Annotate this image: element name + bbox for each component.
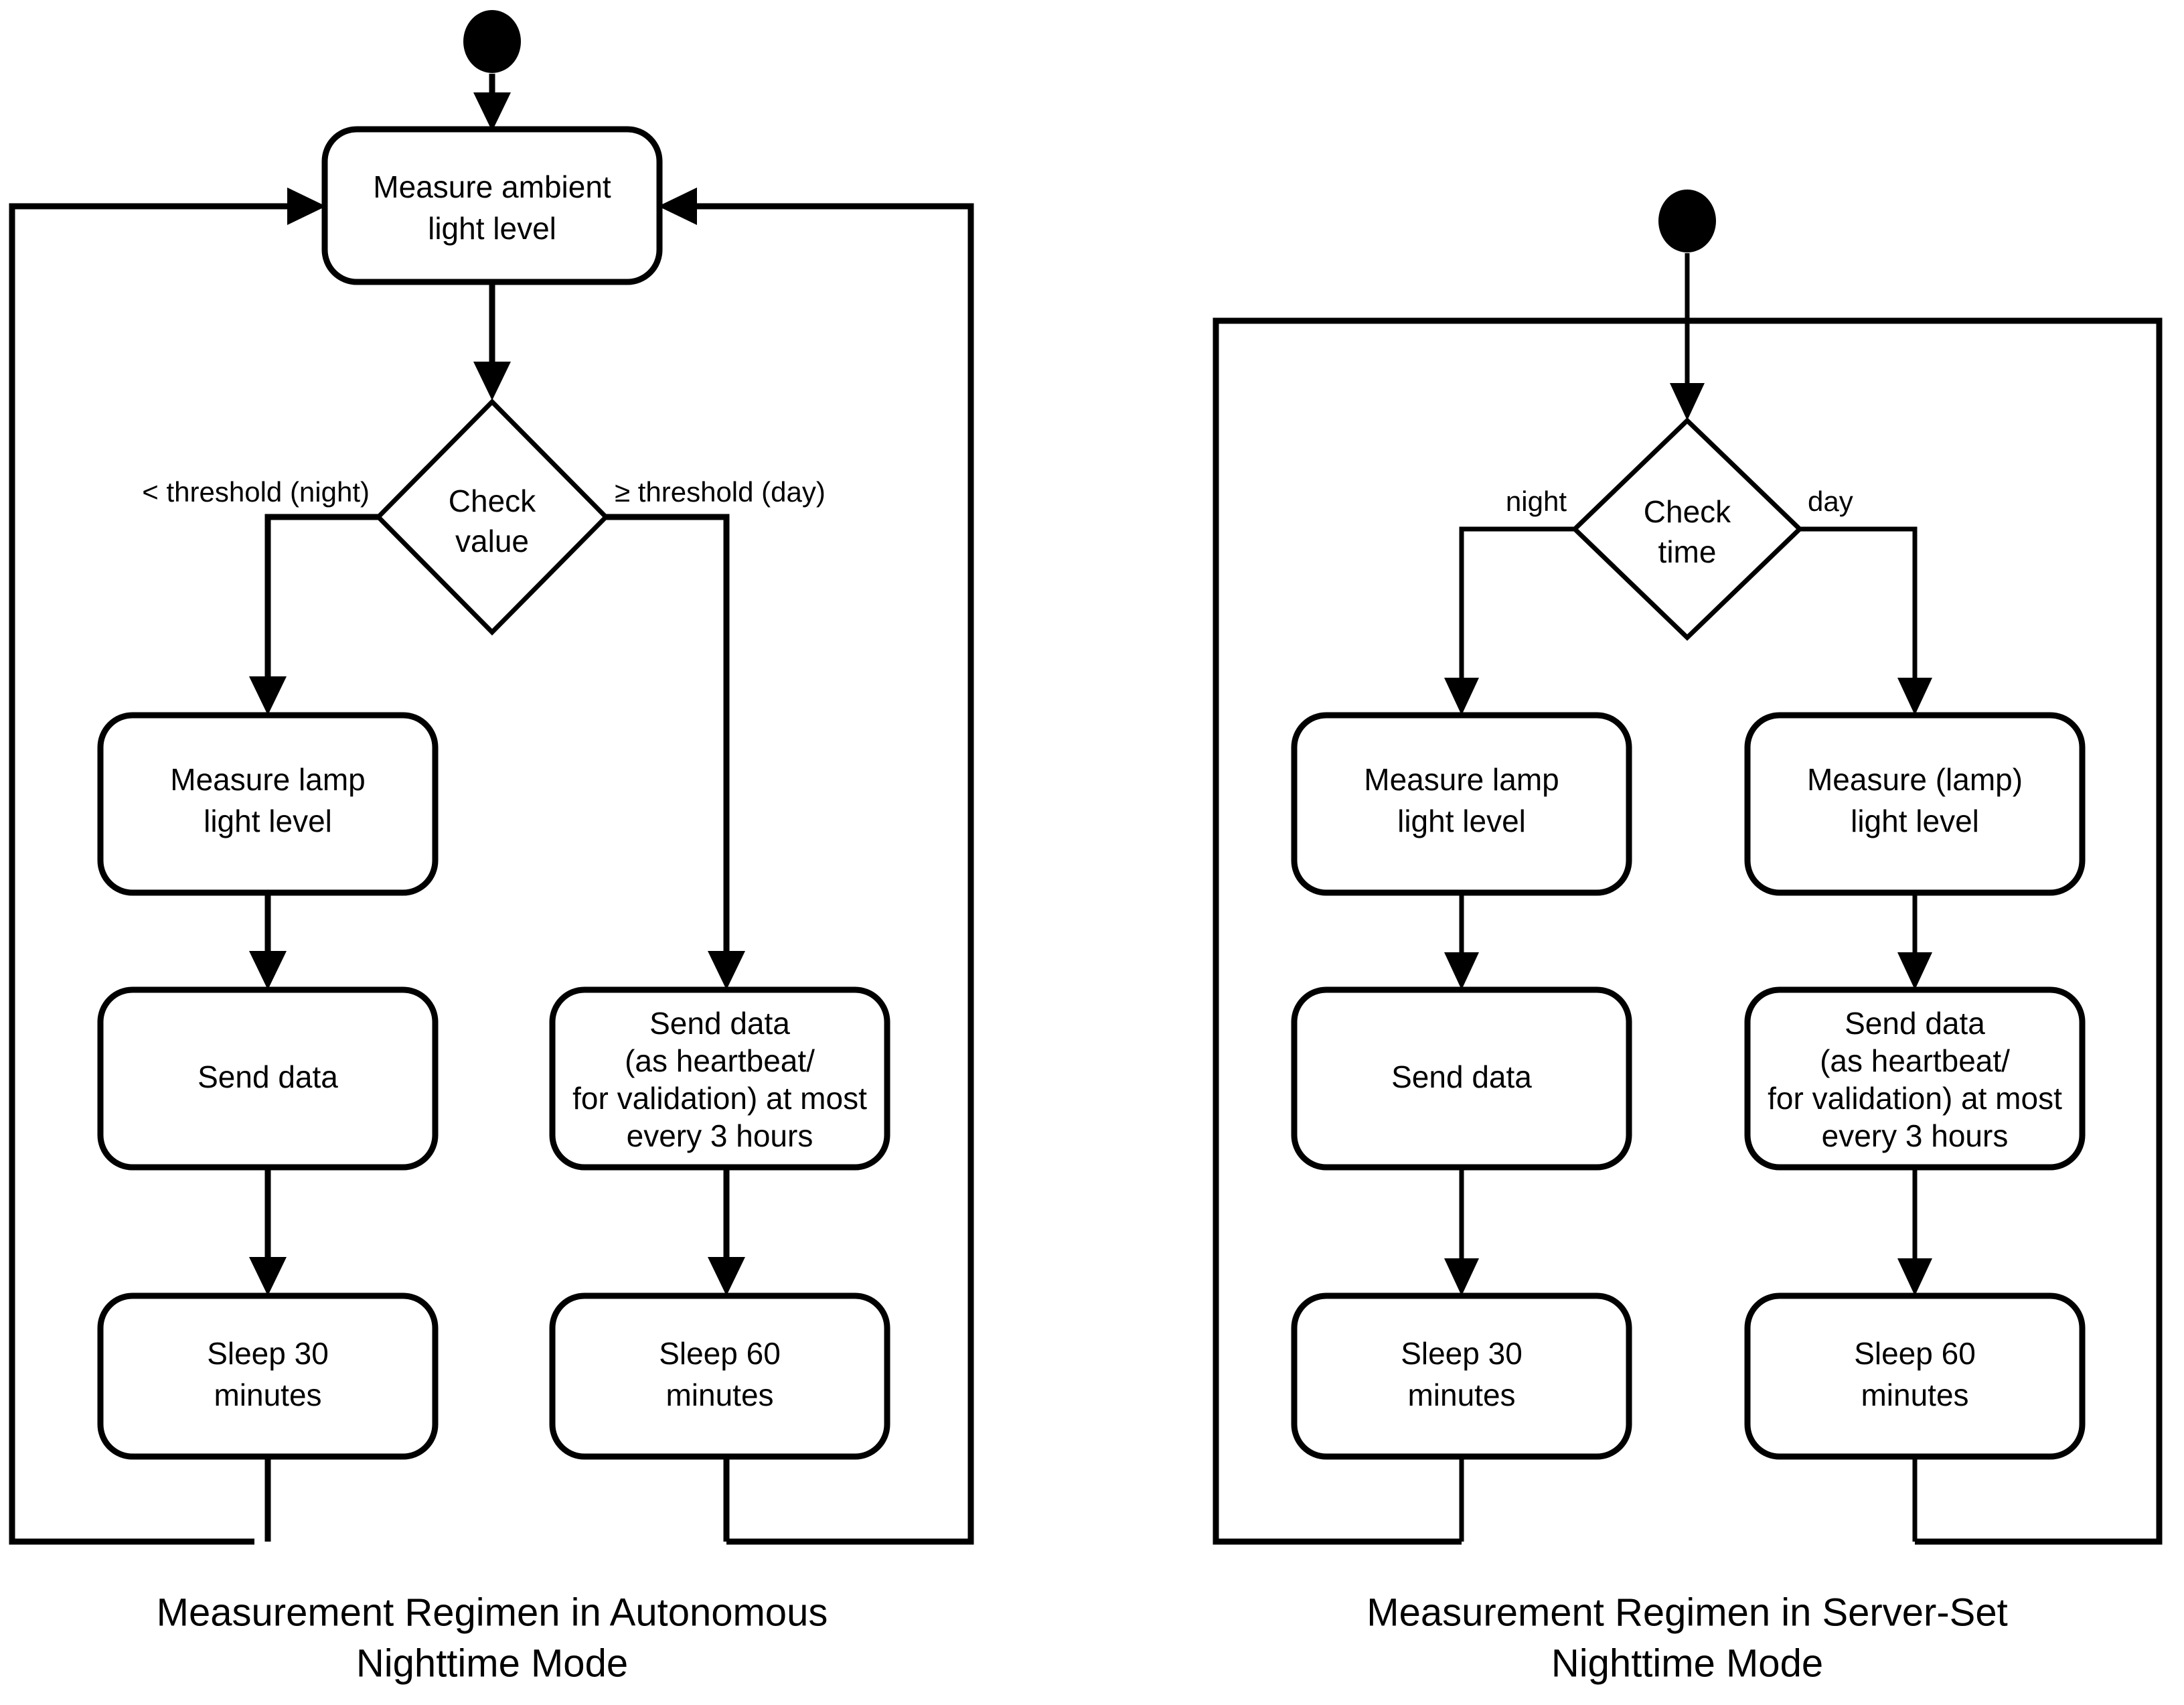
edge-label-threshold-day: ≥ threshold (day) bbox=[615, 476, 826, 508]
node-measure-lamp-light-level-line2: light level bbox=[1397, 804, 1526, 838]
arrowhead-icon bbox=[249, 1257, 287, 1296]
start-dot-icon bbox=[463, 10, 521, 73]
arrowhead-icon bbox=[1444, 952, 1479, 990]
edge-decision-day-branch bbox=[1800, 526, 1918, 683]
arrowhead-icon bbox=[708, 951, 745, 990]
arrowhead-icon bbox=[1897, 678, 1932, 715]
arrowhead-icon bbox=[1670, 383, 1705, 421]
start-dot-icon bbox=[1658, 190, 1716, 252]
node-sleep-60-minutes-line2: minutes bbox=[1861, 1378, 1968, 1412]
arrowhead-icon bbox=[708, 1257, 745, 1296]
arrowhead-icon bbox=[287, 188, 326, 225]
panel-server-set: Check time night day Measure lamp light … bbox=[1213, 190, 2163, 1685]
arrowhead-icon bbox=[1444, 1258, 1479, 1296]
node-decision-check-value-line1: Check bbox=[449, 484, 536, 518]
panel-caption-server-set-line1: Measurement Regimen in Server-Set bbox=[1367, 1590, 2007, 1634]
arrowhead-icon bbox=[658, 188, 697, 225]
node-send-data-label: Send data bbox=[1391, 1059, 1532, 1094]
edge-label-threshold-night: < threshold (night) bbox=[142, 476, 370, 508]
node-sleep-60-minutes bbox=[1744, 1292, 2086, 1460]
arrowhead-icon bbox=[473, 92, 511, 131]
node-decision-check-time-line2: time bbox=[1658, 534, 1717, 569]
arrowhead-icon bbox=[473, 362, 511, 400]
node-sleep-30-minutes-line2: minutes bbox=[1407, 1378, 1515, 1412]
arrowhead-icon bbox=[1444, 678, 1479, 715]
node-send-data-heartbeat bbox=[549, 986, 890, 1171]
node-measure-ambient-light-level-line1: Measure ambient bbox=[373, 169, 611, 204]
node-decision-check-time bbox=[1571, 417, 1804, 641]
node-send-data-label: Send data bbox=[198, 1059, 338, 1094]
node-send-data-heartbeat-line2: (as heartbeat/ bbox=[625, 1043, 815, 1078]
node-sleep-30-minutes bbox=[1291, 1292, 1632, 1460]
panel-caption-autonomous-line1: Measurement Regimen in Autonomous bbox=[157, 1590, 828, 1634]
node-send-data-heartbeat-line1: Send data bbox=[649, 1006, 790, 1041]
edge-label-night: night bbox=[1506, 486, 1567, 517]
node-decision-check-time-line1: Check bbox=[1644, 494, 1731, 529]
panel-caption-autonomous-line2: Nighttime Mode bbox=[356, 1641, 628, 1685]
arrowhead-icon bbox=[1897, 952, 1932, 990]
node-sleep-30-minutes bbox=[97, 1292, 439, 1460]
node-measure-lamp-parenthesized-light-level-line2: light level bbox=[1851, 804, 1979, 838]
panel-caption-server-set-line2: Nighttime Mode bbox=[1551, 1641, 1823, 1685]
node-measure-lamp-light-level-line1: Measure lamp bbox=[1364, 762, 1559, 797]
node-sleep-60-minutes bbox=[549, 1292, 890, 1460]
node-measure-lamp-parenthesized-light-level-line1: Measure (lamp) bbox=[1807, 762, 2023, 797]
arrowhead-icon bbox=[1897, 1258, 1932, 1296]
edge-decision-night-branch bbox=[1459, 526, 1575, 683]
node-sleep-30-minutes-line1: Sleep 30 bbox=[1401, 1336, 1523, 1371]
node-sleep-60-minutes-line1: Sleep 60 bbox=[1854, 1336, 1976, 1371]
node-measure-lamp-light-level-line1: Measure lamp bbox=[170, 762, 365, 797]
node-measure-ambient-light-level bbox=[321, 126, 663, 285]
node-send-data-heartbeat-line4: every 3 hours bbox=[627, 1118, 813, 1153]
node-decision-check-value bbox=[375, 398, 609, 636]
node-measure-lamp-light-level-line2: light level bbox=[204, 804, 332, 838]
edge-loop-right-rail bbox=[690, 203, 974, 1545]
node-sleep-60-minutes-line1: Sleep 60 bbox=[659, 1336, 781, 1371]
node-sleep-30-minutes-line2: minutes bbox=[214, 1378, 321, 1412]
node-send-data-heartbeat-line4: every 3 hours bbox=[1822, 1118, 2009, 1153]
edge-loop-left-rail bbox=[9, 203, 295, 1545]
node-sleep-60-minutes-line2: minutes bbox=[666, 1378, 773, 1412]
node-decision-check-value-line2: value bbox=[455, 524, 529, 559]
node-measure-ambient-light-level-line2: light level bbox=[428, 211, 556, 246]
edge-decision-day-branch bbox=[606, 514, 730, 958]
arrowhead-icon bbox=[249, 951, 287, 990]
edge-label-day: day bbox=[1808, 486, 1853, 517]
node-send-data-heartbeat-line3: for validation) at most bbox=[572, 1081, 867, 1116]
node-sleep-30-minutes-line1: Sleep 30 bbox=[207, 1336, 329, 1371]
node-send-data-heartbeat-line1: Send data bbox=[1845, 1006, 1985, 1041]
node-send-data-heartbeat-line3: for validation) at most bbox=[1768, 1081, 2062, 1116]
panel-autonomous: Measure ambient light level Check value … bbox=[9, 10, 974, 1685]
node-send-data-heartbeat-line2: (as heartbeat/ bbox=[1820, 1043, 2010, 1078]
edge-decision-night-branch bbox=[264, 514, 378, 683]
arrowhead-icon bbox=[249, 676, 287, 715]
